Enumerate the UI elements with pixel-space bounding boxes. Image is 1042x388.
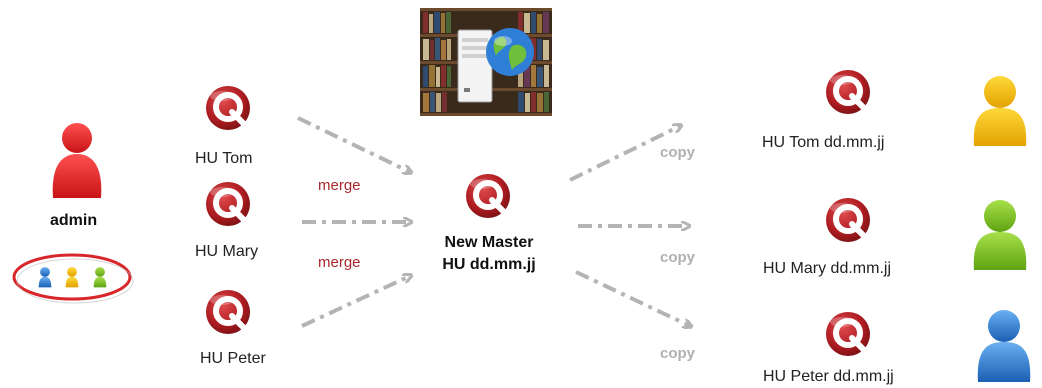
copy-label-3: copy [660, 345, 696, 362]
qlik-q-icon-peter [206, 290, 250, 334]
copy-target-label-tom: HU Tom dd.mm.jj [762, 134, 885, 151]
user-mary-icon [973, 200, 1027, 270]
copy-arrow-tom [569, 126, 680, 182]
user-group-icon [12, 253, 134, 304]
admin-user-icon [52, 123, 102, 198]
copy-arrow-peter [575, 270, 690, 326]
master-line2: HU dd.mm.jj [442, 256, 536, 273]
qlik-q-icon-copy-mary [826, 198, 870, 242]
qlik-q-icon-tom [206, 86, 250, 130]
source-label-mary: HU Mary [195, 243, 259, 260]
copy-label-2: copy [660, 249, 696, 266]
qlik-q-icon-mary [206, 182, 250, 226]
merge-arrow-tom [297, 116, 410, 172]
user-tom-icon [973, 76, 1027, 146]
merge-label-1: merge [318, 177, 361, 194]
server-globe-library-icon [420, 8, 552, 116]
qlik-q-icon-copy-tom [826, 70, 870, 114]
master-line1: New Master [444, 234, 534, 251]
source-label-tom: HU Tom [195, 150, 253, 167]
copy-target-label-mary: HU Mary dd.mm.jj [763, 260, 892, 277]
master-title: New Master HU dd.mm.jj [418, 232, 560, 276]
source-label-peter: HU Peter [200, 350, 266, 367]
copy-label-1: copy [660, 144, 696, 161]
merge-label-2: merge [318, 254, 361, 271]
admin-label: admin [50, 212, 98, 229]
qlik-q-icon-copy-peter [826, 312, 870, 356]
qlik-q-icon-master [466, 174, 510, 218]
merge-arrow-peter [301, 276, 410, 328]
copy-target-label-peter: HU Peter dd.mm.jj [763, 368, 894, 385]
user-peter-icon [977, 310, 1031, 382]
